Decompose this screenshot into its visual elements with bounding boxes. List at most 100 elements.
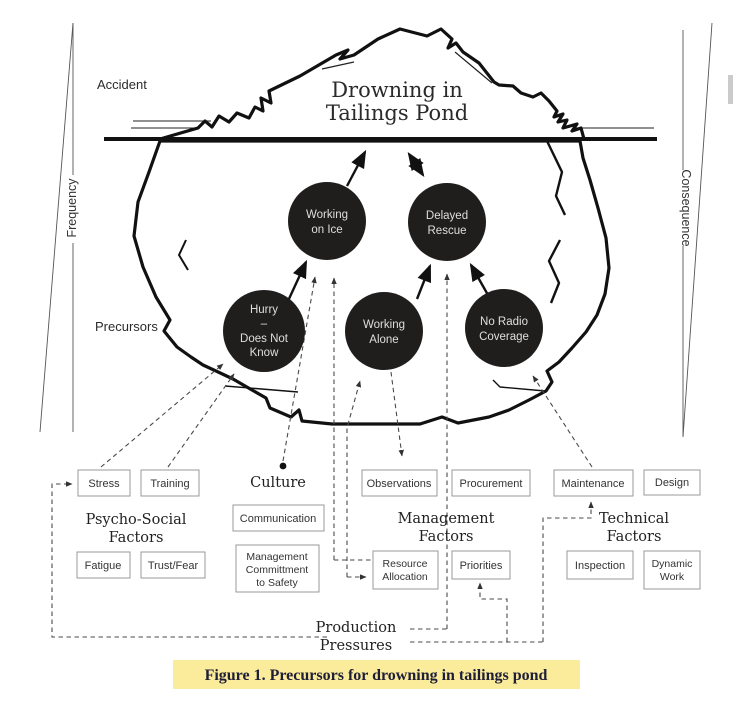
accident-label: Accident [97,77,147,92]
box-label: Observations [367,478,432,490]
circle-label-line: Working [363,319,405,331]
box-shape [232,504,325,532]
technical-factors-label-line-2: Factors [607,529,662,545]
box-shape [566,550,634,580]
box-label: Stress [88,478,120,490]
box-label-line: Dynamic [652,558,693,570]
iceberg-crack-lines [178,140,567,393]
circle-hurry-does-not-know: Hurry – Does Not Know [223,290,305,372]
solid-arrows [286,149,490,302]
circle-label-line: on Ice [311,224,342,236]
arrow-working-alone-to-delayed-rescue [415,263,432,300]
factor-box-maintenance: Maintenance [553,469,634,497]
circle-delayed-rescue: Delayed Rescue [408,183,486,261]
box-shape [140,469,200,497]
scrollbar-artifact [728,75,733,104]
factor-box-resource-allocation: Resource Allocation [372,550,439,590]
frequency-axis [39,22,74,433]
circle-label-line: No Radio [480,316,528,328]
box-label-line: Committment [246,564,309,576]
factor-box-management-committment: Management Committment to Safety [235,544,320,593]
connector-training-to-hurry [167,373,235,468]
box-shape [451,550,511,580]
crack-line-right-upper [545,140,567,216]
crack-line-left [178,239,189,271]
circle-label-line: Know [250,347,279,359]
circle-label-line: Alone [369,334,398,346]
iceberg-facet-lines [321,51,493,84]
factor-box-trust-fear: Trust/Fear [140,551,206,579]
figure-title-line-2: Tailings Pond [326,101,468,125]
factor-box-procurement: Procurement [451,469,531,497]
box-label: Procurement [460,478,523,490]
factor-box-training: Training [140,469,200,497]
production-pressures-label-line-1: Production [316,620,397,636]
connector-to-maintenance [542,501,594,642]
culture-connector-dot [279,462,287,470]
circle-label-line: – [261,318,268,330]
caption-highlight [173,660,580,689]
connector-culture-to-working-on-ice [282,276,317,462]
box-label: Trust/Fear [148,560,199,572]
production-pressures-label-line-2: Pressures [320,638,392,654]
precursor-circles: Working on Ice Delayed Rescue Hurry – Do… [223,182,543,372]
box-shape [76,551,131,579]
arrow-hurry-to-working-on-ice [286,259,308,302]
arrow-surface-delayed-rescue-double [407,152,425,177]
circle-working-on-ice: Working on Ice [288,182,366,260]
precursors-label: Precursors [95,319,158,334]
box-label: Inspection [575,560,625,572]
circle-label-line: Working [306,209,348,221]
management-factors-label-line-1: Management [398,511,495,527]
circle-label-line: Coverage [479,331,529,343]
technical-factors-label-line-1: Technical [599,511,669,527]
box-shape [451,469,531,497]
consequence-axis-slant-line [682,22,713,438]
psycho-social-factors-label-line-2: Factors [109,530,164,546]
circle-working-alone: Working Alone [345,292,423,370]
circle-label-line: Does Not [240,333,289,345]
consequence-axis [682,22,713,438]
box-shape [235,544,320,593]
box-shape [643,550,701,590]
circle-shape [465,289,543,367]
box-label: Priorities [460,560,503,572]
circle-shape [345,292,423,370]
factor-box-design: Design [643,469,701,496]
psycho-social-factors-label-line-1: Psycho-Social [86,512,187,528]
circle-no-radio-coverage: No Radio Coverage [465,289,543,367]
box-label-line: Work [660,571,685,583]
factor-box-observations: Observations [361,469,438,497]
box-shape [643,469,701,496]
box-label-line: Resource [383,558,428,570]
figure-caption: Figure 1. Precursors for drowning in tai… [173,660,580,689]
circle-label-line: Hurry [250,304,278,316]
circle-shape [288,182,366,260]
circle-label-line: Rescue [428,225,467,237]
box-shape [140,551,206,579]
factor-box-communication: Communication [232,504,325,532]
connector-maintenance-to-no-radio [532,375,593,468]
arrow-working-on-ice-to-surface [345,149,367,187]
frequency-axis-slant-line [39,22,74,433]
box-shape [372,550,439,590]
iceberg-above-water [158,27,586,141]
culture-label: Culture [250,475,306,491]
factor-box-stress: Stress [77,469,131,497]
box-label-line: Allocation [382,571,428,583]
management-factors-label-line-2: Factors [419,529,474,545]
figure-title-line-1: Drowning in [331,78,463,102]
iceberg-below-water [132,139,611,426]
factor-box-dynamic-work: Dynamic Work [643,550,701,590]
circle-shape [408,183,486,261]
box-shape [553,469,634,497]
connector-production-to-stress [51,481,327,638]
connector-working-alone-to-observations [390,371,404,457]
crack-line-right-lower [547,239,562,304]
circle-shape [223,290,305,372]
frequency-label: Frequency [65,178,79,238]
box-shape [77,469,131,497]
box-label: Fatigue [85,560,122,572]
